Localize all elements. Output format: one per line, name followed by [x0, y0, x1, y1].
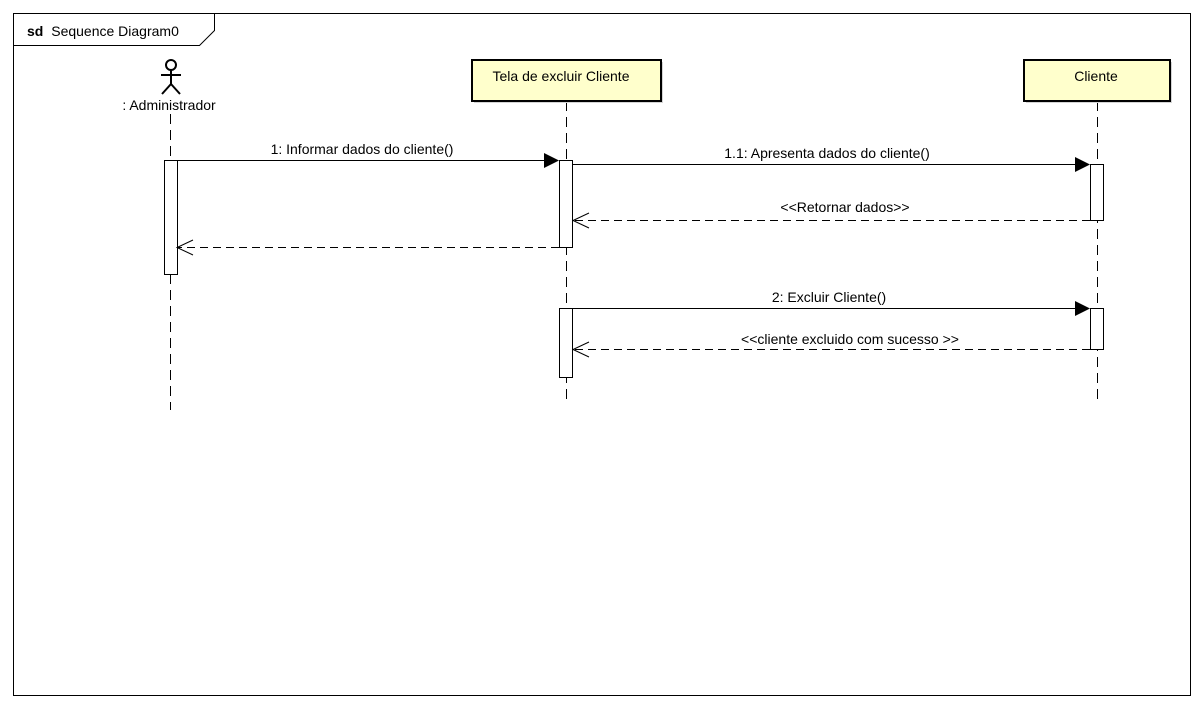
message-1-1[interactable]: 1.1: Apresenta dados do cliente() [572, 145, 1090, 172]
object-label: Tela de excluir Cliente [493, 68, 630, 84]
actor-label: : Administrador [122, 97, 216, 113]
frame-keyword: sd [27, 23, 43, 39]
message-label: <<Retornar dados>> [780, 199, 909, 215]
message-label: 2: Excluir Cliente() [772, 289, 886, 305]
filled-arrowhead-icon [1075, 301, 1090, 316]
open-arrowhead-icon [175, 239, 194, 256]
object-label: Cliente [1074, 68, 1118, 84]
message-1[interactable]: 1: Informar dados do cliente() [177, 141, 559, 168]
object-box [471, 59, 662, 102]
message-label: <<cliente excluido com sucesso >> [741, 331, 959, 347]
stick-figure-icon [161, 59, 181, 95]
message-label: 1.1: Apresenta dados do cliente() [724, 145, 929, 161]
activation-cliente-1 [1090, 164, 1104, 221]
frame-name: Sequence Diagram0 [51, 23, 179, 39]
filled-arrowhead-icon [1075, 157, 1090, 172]
activation-cliente-2 [1090, 308, 1104, 350]
message-2[interactable]: 2: Excluir Cliente() [572, 289, 1090, 316]
object-box [1023, 59, 1171, 102]
object-tela[interactable]: Tela de excluir Cliente [471, 59, 663, 103]
activation-administrador [164, 160, 178, 275]
message-return-administrador[interactable] [175, 239, 559, 256]
activation-tela-1 [559, 160, 573, 248]
message-return-sucesso[interactable]: <<cliente excluido com sucesso >> [571, 331, 1090, 358]
activation-tela-2 [559, 308, 573, 378]
message-label: 1: Informar dados do cliente() [271, 141, 454, 157]
frame-tab [13, 13, 215, 46]
frame-title: sd Sequence Diagram0 [27, 23, 179, 39]
filled-arrowhead-icon [544, 153, 559, 168]
object-cliente[interactable]: Cliente [1023, 59, 1172, 103]
actor-administrador[interactable]: : Administrador [122, 59, 216, 113]
open-arrowhead-icon [571, 341, 590, 358]
diagram-frame [13, 13, 1191, 696]
message-return-dados[interactable]: <<Retornar dados>> [571, 199, 1090, 229]
open-arrowhead-icon [571, 212, 590, 229]
